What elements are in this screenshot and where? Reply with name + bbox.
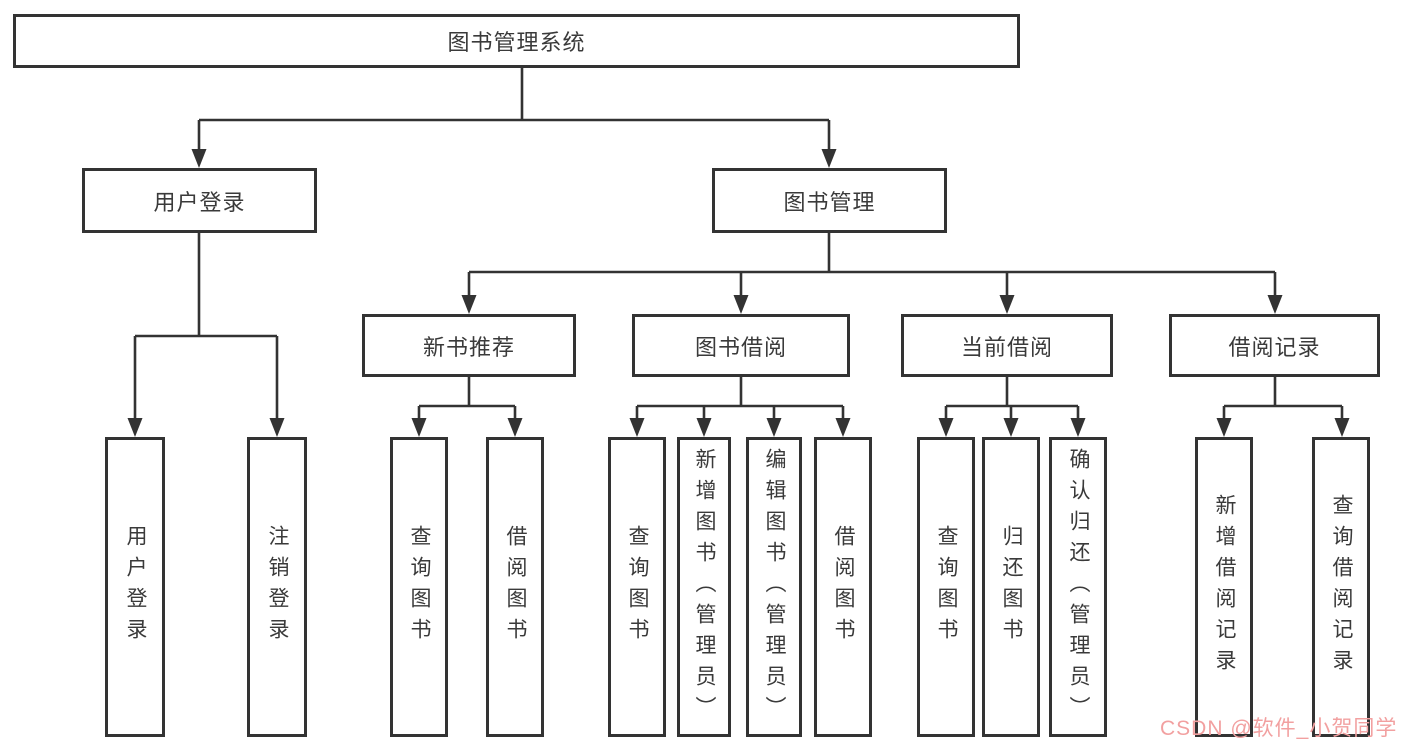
node-root-label: 图书管理系统 [447, 30, 586, 55]
node-user-login-label: 用户登录 [153, 189, 246, 215]
leaf-borrow-query: 查询图书 [608, 437, 666, 737]
node-borrow-records: 借阅记录 [1169, 314, 1380, 377]
leaf-borrow-add-label: 新增图书（管理员） [693, 447, 716, 727]
leaf-record-query-label: 查询借阅记录 [1330, 494, 1353, 680]
leaf-record-query: 查询借阅记录 [1312, 437, 1370, 737]
leaf-newbook-query: 查询图书 [390, 437, 448, 737]
node-book-management: 图书管理 [712, 168, 947, 233]
leaf-record-add: 新增借阅记录 [1195, 437, 1253, 737]
leaf-borrow-add: 新增图书（管理员） [677, 437, 731, 737]
leaf-user-login: 用户登录 [105, 437, 165, 737]
csdn-watermark: CSDN @软件_小贺同学 [1160, 717, 1398, 740]
leaf-borrow-edit-label: 编辑图书（管理员） [763, 447, 786, 727]
node-book-management-label: 图书管理 [783, 189, 876, 215]
node-new-book-recommend: 新书推荐 [362, 314, 576, 377]
node-current-borrow-label: 当前借阅 [960, 334, 1053, 360]
leaf-current-return-label: 归还图书 [1000, 525, 1023, 649]
leaf-current-return: 归还图书 [982, 437, 1040, 737]
node-user-login: 用户登录 [82, 168, 317, 233]
leaf-newbook-borrow-label: 借阅图书 [504, 525, 527, 649]
node-book-borrow-label: 图书借阅 [694, 334, 787, 360]
node-current-borrow: 当前借阅 [901, 314, 1113, 377]
leaf-logout: 注销登录 [247, 437, 307, 737]
leaf-user-login-label: 用户登录 [124, 525, 147, 649]
leaf-logout-label: 注销登录 [266, 525, 289, 649]
node-borrow-records-label: 借阅记录 [1228, 334, 1321, 360]
leaf-current-query: 查询图书 [917, 437, 975, 737]
leaf-current-query-label: 查询图书 [935, 525, 958, 649]
node-book-borrow: 图书借阅 [632, 314, 850, 377]
leaf-record-add-label: 新增借阅记录 [1213, 494, 1236, 680]
node-new-book-recommend-label: 新书推荐 [422, 334, 515, 360]
leaf-newbook-query-label: 查询图书 [408, 525, 431, 649]
leaf-newbook-borrow: 借阅图书 [486, 437, 544, 737]
leaf-borrow-borrow-label: 借阅图书 [832, 525, 855, 649]
leaf-borrow-borrow: 借阅图书 [814, 437, 872, 737]
leaf-borrow-query-label: 查询图书 [626, 525, 649, 649]
leaf-current-confirm: 确认归还（管理员） [1049, 437, 1107, 737]
leaf-current-confirm-label: 确认归还（管理员） [1067, 447, 1090, 727]
node-root: 图书管理系统 [13, 14, 1020, 68]
leaf-borrow-edit: 编辑图书（管理员） [746, 437, 802, 737]
